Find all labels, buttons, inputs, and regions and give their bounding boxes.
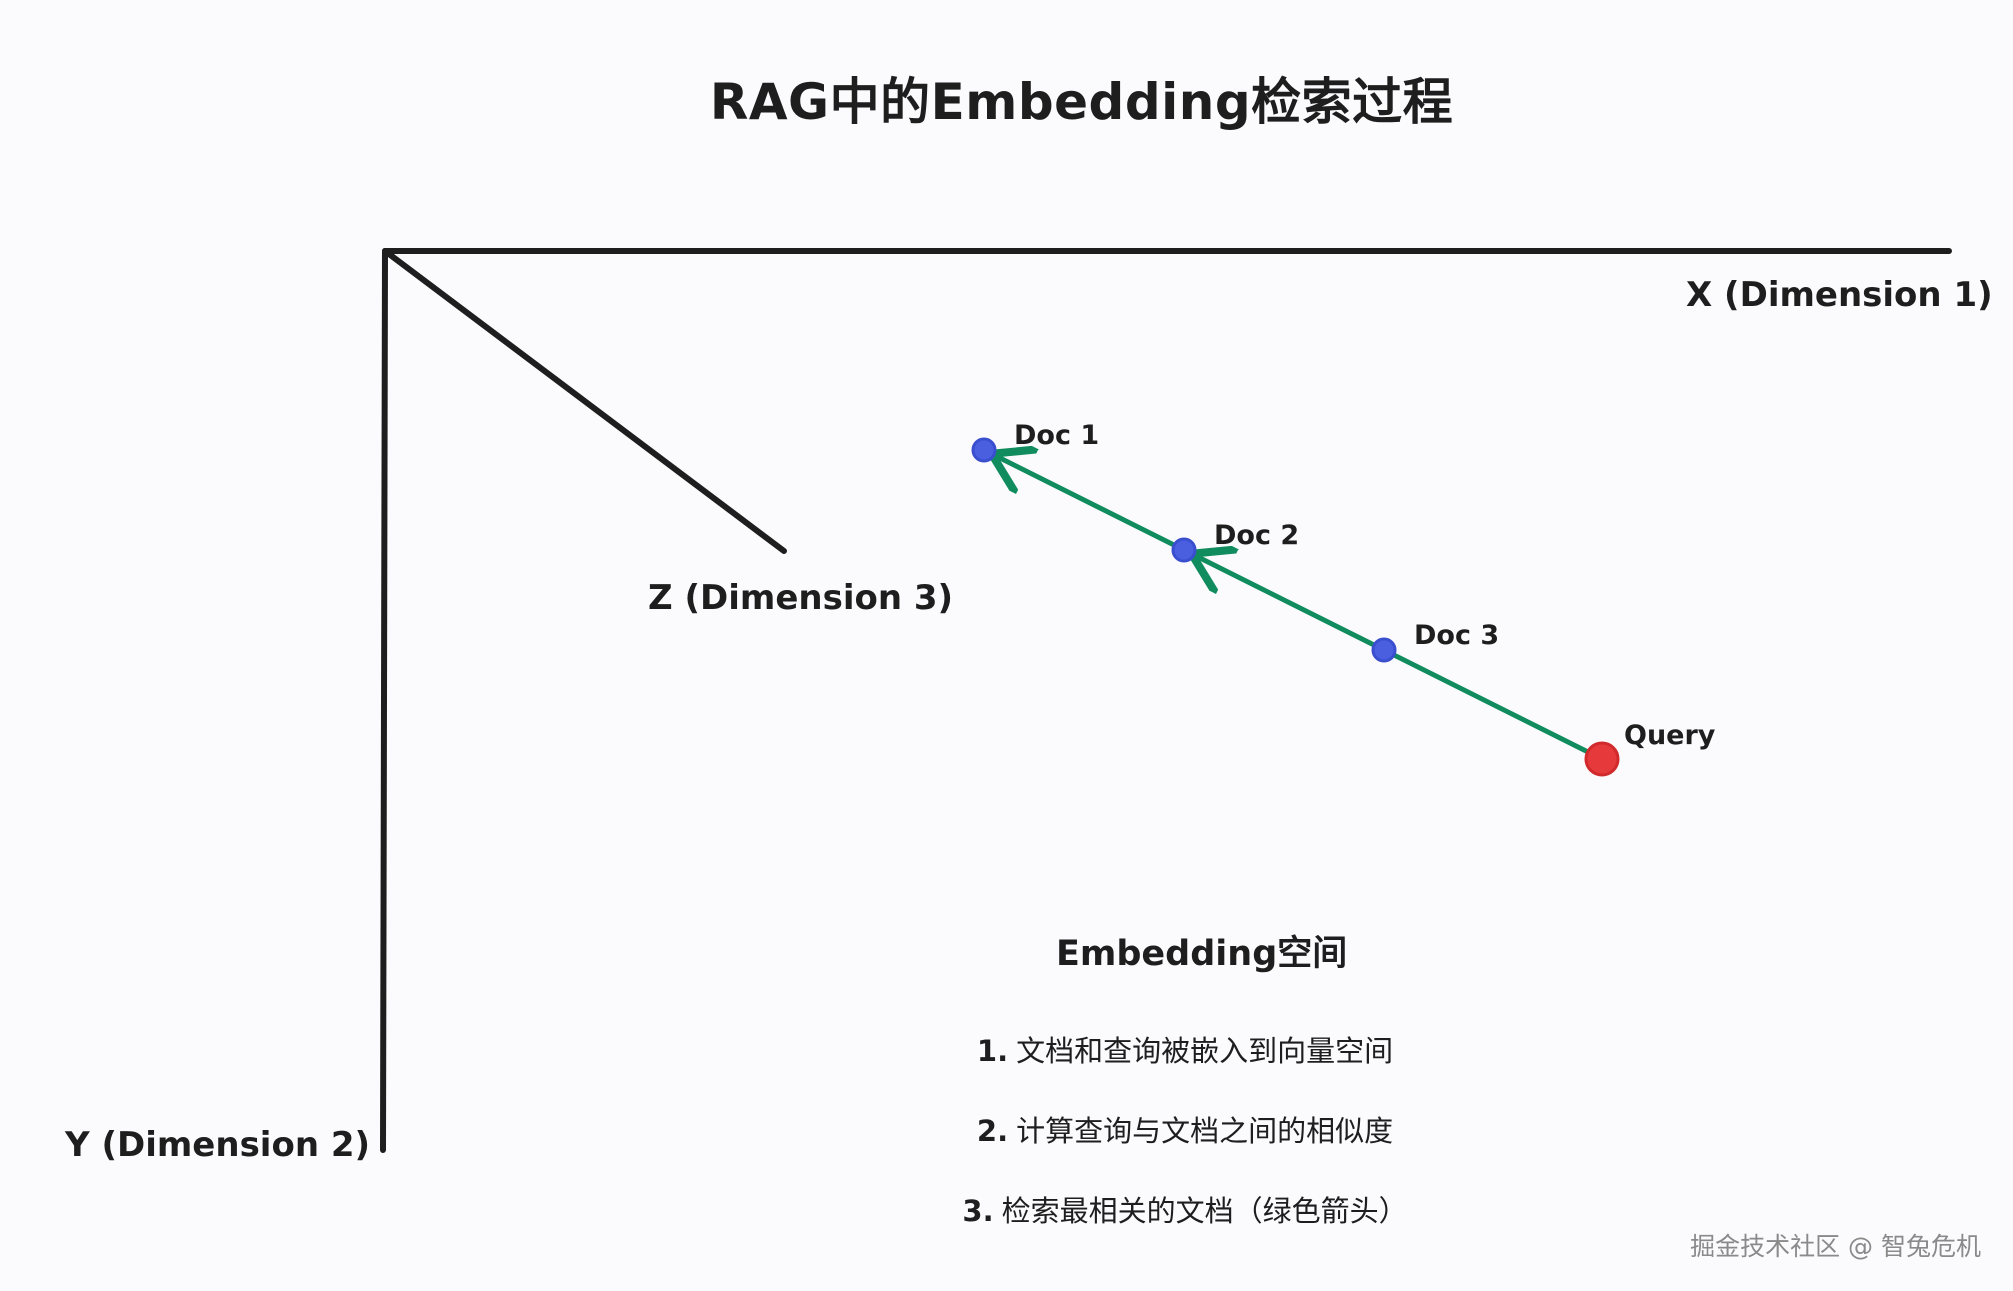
- step-item: 1.文档和查询被嵌入到向量空间: [900, 1023, 1470, 1103]
- step-item: 2.计算查询与文档之间的相似度: [900, 1103, 1470, 1183]
- y-axis-line: [380, 248, 388, 1153]
- x-axis-label: X (Dimension 1): [1686, 275, 1993, 315]
- z-axis-label: Z (Dimension 3): [648, 578, 954, 618]
- query-point: [1584, 741, 1620, 777]
- steps-list: 1.文档和查询被嵌入到向量空间 2.计算查询与文档之间的相似度 3.检索最相关的…: [900, 1023, 1470, 1263]
- query-label: Query: [1624, 720, 1716, 751]
- step-text: 计算查询与文档之间的相似度: [1016, 1114, 1394, 1148]
- step-item: 3.检索最相关的文档（绿色箭头）: [900, 1183, 1470, 1263]
- doc3-label: Doc 3: [1414, 620, 1500, 651]
- y-axis-label: Y (Dimension 2): [65, 1125, 371, 1165]
- doc1-point: [971, 437, 997, 463]
- arrow-doc2-to-doc1: [996, 456, 1187, 553]
- step-text: 检索最相关的文档（绿色箭头）: [1001, 1194, 1408, 1228]
- z-axis-line: [382, 248, 787, 554]
- diagram-title: RAG中的Embedding检索过程: [709, 73, 1454, 131]
- doc2-point: [1171, 537, 1197, 563]
- doc3-point: [1371, 637, 1397, 663]
- arrow-query-to-doc3: [1381, 647, 1605, 762]
- step-number: 2.: [976, 1114, 1009, 1148]
- doc1-label: Doc 1: [1014, 420, 1100, 451]
- watermark: 掘金技术社区 @ 智兔危机: [1690, 1232, 1981, 1261]
- doc2-label: Doc 2: [1214, 520, 1300, 551]
- step-number: 1.: [976, 1034, 1009, 1068]
- arrow-doc3-to-doc2: [1196, 556, 1387, 653]
- step-number: 3.: [962, 1194, 994, 1228]
- step-text: 文档和查询被嵌入到向量空间: [1016, 1034, 1394, 1068]
- embedding-space-label: Embedding空间: [1056, 934, 1348, 974]
